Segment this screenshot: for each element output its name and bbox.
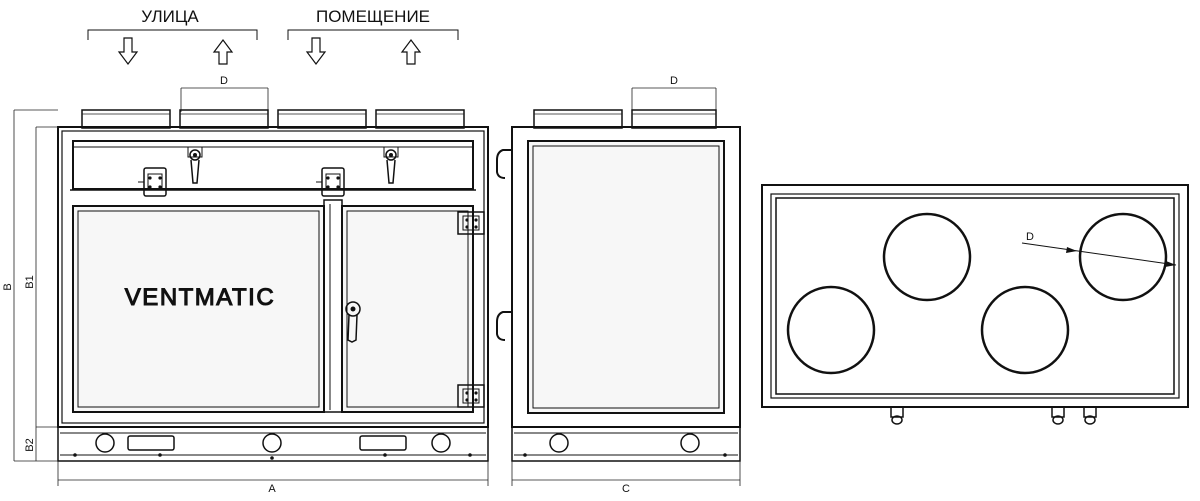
front-base <box>57 426 489 462</box>
base-screw <box>383 453 387 457</box>
housing-inner-line <box>770 193 1180 399</box>
center-mullion <box>323 199 343 413</box>
duct-opening <box>980 285 1070 375</box>
dim-arrow <box>1066 247 1077 253</box>
flow-street-group: УЛИЦА <box>87 7 258 65</box>
side-view: D C <box>496 75 741 495</box>
base-slot <box>127 435 175 451</box>
dim-label-d-side: D <box>670 75 678 87</box>
dim-arrow <box>1165 261 1176 267</box>
down-arrow-icon <box>117 37 139 65</box>
base-screw <box>158 453 162 457</box>
connector-fitting-icon <box>1083 406 1097 425</box>
filter-compartment <box>72 140 474 190</box>
base-screw <box>73 453 77 457</box>
hinge-clamp-icon <box>138 167 167 197</box>
duct-opening <box>786 285 876 375</box>
drain-port-icon <box>549 433 569 453</box>
latch-handle-icon <box>187 146 203 184</box>
duct-opening <box>882 212 972 302</box>
dim-label-d-top: D <box>1026 231 1034 243</box>
front-door-right <box>341 205 474 413</box>
duct-spigot <box>81 109 171 129</box>
dim-label-d-front: D <box>220 75 228 87</box>
base-screw <box>468 453 472 457</box>
hinge-clamp-icon <box>316 167 345 197</box>
duct-opening <box>1078 212 1168 302</box>
latch-handle-icon <box>383 146 399 184</box>
dim-line-d-top <box>1021 242 1177 266</box>
duct-spigot <box>277 109 367 129</box>
base-screw <box>270 456 274 460</box>
base-slot <box>359 435 407 451</box>
dim-label-b1: B1 <box>24 275 36 288</box>
duct-spigot <box>533 109 623 129</box>
drain-port-icon <box>431 433 451 453</box>
connector-fitting-icon <box>890 406 904 425</box>
housing-inner-line <box>775 197 1175 395</box>
dim-label-b2: B2 <box>24 438 36 451</box>
dim-label-c: C <box>622 483 630 495</box>
front-view: D <box>2 75 489 495</box>
side-panel <box>527 140 725 414</box>
flow-room-group: ПОМЕЩЕНИЕ <box>287 7 459 65</box>
door-handle-icon <box>345 301 361 343</box>
drain-port-icon <box>262 433 282 453</box>
top-housing <box>761 184 1189 408</box>
wall-hook-icon <box>496 311 512 341</box>
up-arrow-icon <box>212 39 234 65</box>
duct-spigot <box>375 109 465 129</box>
wall-hook-icon <box>496 149 512 179</box>
dim-label-a: A <box>268 483 276 495</box>
flow-label-street: УЛИЦА <box>141 7 199 26</box>
base-screw <box>723 453 727 457</box>
flow-bracket-room <box>287 29 459 40</box>
duct-spigot <box>631 109 717 129</box>
up-arrow-icon <box>400 39 422 65</box>
duct-spigot <box>179 109 269 129</box>
housing-inner-line <box>61 130 485 424</box>
flow-bracket-street <box>87 29 258 40</box>
door-inner-line <box>346 210 469 408</box>
drain-port-icon <box>95 433 115 453</box>
flow-label-room: ПОМЕЩЕНИЕ <box>316 7 430 26</box>
brand-logo: VENTMATIC <box>125 284 275 311</box>
panel-inner-line <box>532 145 720 409</box>
down-arrow-icon <box>305 37 327 65</box>
hinge-icon <box>457 211 485 235</box>
connector-fitting-icon <box>1051 406 1065 425</box>
panel-inner-line <box>77 210 320 408</box>
side-base <box>511 426 741 462</box>
dim-label-b: B <box>2 283 14 290</box>
drain-port-icon <box>680 433 700 453</box>
front-panel-left <box>72 205 325 413</box>
top-view: D <box>761 184 1189 425</box>
hinge-icon <box>457 384 485 408</box>
base-screw <box>523 453 527 457</box>
